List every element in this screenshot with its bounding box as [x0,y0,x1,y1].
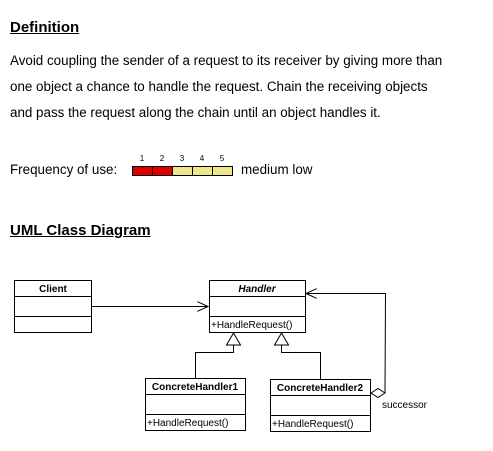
class-client-name: Client [39,284,67,295]
definition-line-2: one object a chance to handle the reques… [10,79,428,94]
class-concrete-handler-1-name: ConcreteHandler1 [152,382,239,393]
frequency-segment-5 [213,167,232,175]
inheritance-concrete-handler-1 [195,332,242,379]
class-concrete-handler-2-name: ConcreteHandler2 [277,383,364,394]
frequency-text: medium low [241,162,313,177]
frequency-segment-3 [173,167,193,175]
class-client: Client [14,280,92,333]
uml-heading: UML Class Diagram [10,222,151,239]
definition-paragraph: Avoid coupling the sender of a request t… [10,48,488,126]
frequency-label: Frequency of use: [10,162,118,177]
frequency-scale-3: 3 [179,154,185,163]
frequency-segment-2 [153,167,173,175]
class-concrete-handler-2-method: +HandleRequest() [272,419,353,430]
class-handler-name: Handler [238,284,276,295]
class-concrete-handler-1: ConcreteHandler1 +HandleRequest() [145,378,246,431]
frequency-scale-5: 5 [219,154,225,163]
class-handler: Handler +HandleRequest() [209,280,306,333]
inheritance-concrete-handler-2 [273,332,321,380]
successor-label: successor [382,400,428,411]
class-concrete-handler-1-method: +HandleRequest() [147,418,228,429]
definition-line-3: and pass the request along the chain unt… [10,105,381,120]
class-concrete-handler-2: ConcreteHandler2 +HandleRequest() [270,379,371,432]
frequency-bar [132,166,233,176]
frequency-segment-4 [193,167,213,175]
definition-heading: Definition [10,19,80,36]
class-handler-method: +HandleRequest() [211,320,292,331]
successor-aggregation [306,294,387,399]
frequency-segment-1 [133,167,153,175]
definition-line-1: Avoid coupling the sender of a request t… [10,53,443,68]
frequency-scale-4: 4 [199,154,205,163]
frequency-scale-2: 2 [159,154,165,163]
frequency-scale-1: 1 [139,154,145,163]
